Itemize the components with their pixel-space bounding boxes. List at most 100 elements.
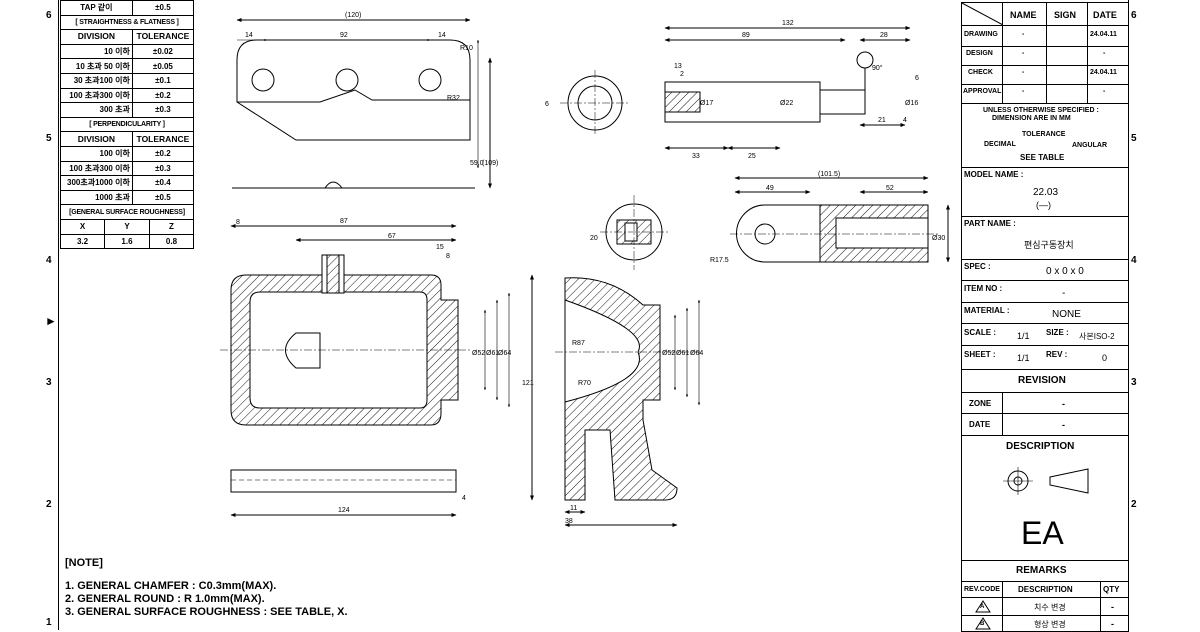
divider (1002, 581, 1003, 631)
divider (962, 560, 1128, 561)
dim-text: 4 (462, 495, 466, 502)
header-name: NAME (1010, 10, 1037, 20)
model-name-label: MODEL NAME : (964, 170, 1024, 179)
tolerance-label: TOLERANCE (1022, 131, 1066, 138)
dim-text: R87 (572, 340, 585, 347)
description-title: DESCRIPTION (1006, 441, 1075, 452)
row-name: - (1022, 50, 1025, 57)
shaft-neck (819, 89, 866, 115)
divider (962, 25, 1128, 26)
side-section-view (530, 274, 701, 527)
remarks-qty: - (1111, 619, 1114, 629)
row-label: APPROVAL (963, 88, 1002, 95)
rev-triangle-icon (975, 600, 991, 613)
notes-block: [NOTE] 1. GENERAL CHAMFER : C0.3mm(MAX).… (65, 557, 348, 619)
shaft-view (560, 26, 911, 150)
note-item: 2. GENERAL ROUND : R 1.0mm(MAX). (65, 593, 265, 605)
divider (962, 280, 1128, 281)
plate-outline (236, 39, 471, 141)
dim-text: (109) (482, 160, 498, 167)
dim-text: 90° (872, 64, 883, 72)
divider (1046, 3, 1047, 103)
divider (962, 46, 1128, 47)
divider (962, 597, 1128, 598)
decimal-label: DECIMAL (984, 141, 1016, 148)
remarks-header: QTY (1103, 585, 1120, 594)
zone-marker-right: 4 (1131, 255, 1137, 266)
dim-text: 6 (915, 75, 919, 82)
dim-text: 89 (742, 32, 750, 39)
spec-value: 0 x 0 x 0 (1046, 266, 1084, 277)
size-value: 사본ISO-2 (1079, 332, 1115, 341)
size-label: SIZE : (1046, 328, 1069, 337)
tolerance-table: TAP 같이±0.5 [ STRAIGHTNESS & FLATNESS ] D… (60, 0, 195, 250)
dim-text: R17.5 (710, 257, 729, 264)
remarks-qty: - (1111, 602, 1114, 612)
housing-view (220, 224, 511, 517)
dim-text: 132 (782, 20, 794, 27)
divider (962, 259, 1128, 260)
dim-text: 15 (436, 244, 444, 251)
divider (962, 435, 1128, 436)
roughness-value: 1.6 (104, 234, 150, 249)
dim-text: Ø52 (472, 350, 485, 357)
part-name-value: 편심구동장치 (1024, 240, 1074, 250)
zone-marker-right: 2 (1131, 499, 1137, 510)
dim-text: Ø52 (662, 350, 675, 357)
housing-key (285, 332, 321, 369)
dim-text: 49 (766, 185, 774, 192)
divider (962, 103, 1128, 104)
dim-text: 20 (590, 235, 598, 242)
zone-value: - (1062, 399, 1065, 409)
dim-text: 13 (674, 63, 682, 70)
row-date: 24.04.11 (1090, 31, 1117, 38)
divider (962, 323, 1128, 324)
dim-text: 52 (886, 185, 894, 192)
divider (1087, 3, 1088, 103)
header-date: DATE (1093, 10, 1117, 20)
center-arrow-icon: ► (45, 314, 57, 328)
scale-value: 1/1 (1017, 331, 1030, 341)
housing-base (230, 469, 457, 493)
plate-notch (324, 181, 343, 189)
row-label: DESIGN (966, 50, 993, 57)
zone-marker-right: 3 (1131, 377, 1137, 388)
zone-marker-left: 1 (46, 617, 52, 628)
side-bore (564, 299, 640, 403)
dim-text: 28 (880, 32, 888, 39)
dim-text: 2 (680, 71, 684, 78)
remarks-description: 형상 변경 (1034, 620, 1066, 629)
row-name: - (1022, 88, 1025, 95)
dim-text: 8 (446, 253, 450, 260)
projection-symbol-icon (1003, 467, 1089, 495)
angular-label: ANGULAR (1072, 142, 1107, 149)
dim-text: R70 (578, 380, 591, 387)
plate-slot (237, 89, 470, 103)
row-name: - (1022, 31, 1025, 38)
divider (962, 3, 1003, 103)
dim-text: 6 (545, 101, 549, 108)
model-name-value: 22.03 (1033, 187, 1059, 198)
roughness-header: X (61, 219, 106, 235)
dim-text: (120) (345, 12, 361, 19)
zone-marker-left: 3 (46, 377, 52, 388)
zone-marker-left: 5 (46, 133, 52, 144)
dim-text: 124 (338, 507, 350, 514)
divider (962, 65, 1128, 66)
plate-view (232, 18, 492, 189)
zone-label: ZONE (969, 399, 992, 408)
sheet-value: 1/1 (1017, 353, 1030, 363)
material-value: NONE (1052, 309, 1081, 320)
fork-outline (736, 204, 929, 263)
row-label: CHECK (968, 69, 993, 76)
model-name-sub: (—) (1036, 200, 1051, 210)
item-no-label: ITEM NO : (964, 284, 1003, 293)
header-sign: SIGN (1054, 10, 1077, 20)
dim-text: 14 (245, 32, 253, 39)
divider (962, 345, 1128, 346)
dim-text: R32 (447, 95, 460, 102)
dim-text: Ø17 (700, 100, 713, 107)
divider (962, 84, 1128, 85)
remarks-description: 치수 변경 (1034, 603, 1066, 612)
